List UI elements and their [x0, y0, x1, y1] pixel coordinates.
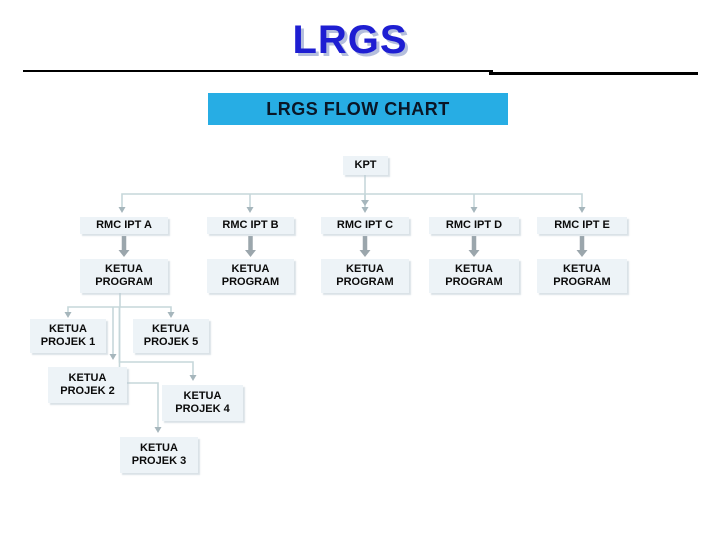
- title-underline-right: [489, 72, 698, 75]
- node-ketua-program-2-label: KETUA PROGRAM: [221, 263, 280, 288]
- arrowhead-ipt-e: [578, 207, 586, 213]
- arrowhead-projek5: [167, 312, 175, 318]
- thick-arrow-col1: [118, 236, 130, 257]
- arrowhead-projek4: [189, 375, 197, 381]
- page-title: LRGS: [292, 18, 408, 62]
- node-ketua-projek-3-label: KETUA PROJEK 3: [131, 442, 187, 467]
- node-ketua-projek-5-label: KETUA PROJEK 5: [143, 323, 199, 348]
- node-ketua-program-1-label: KETUA PROGRAM: [95, 263, 153, 288]
- connector-to-projek3: [118, 307, 159, 428]
- node-ketua-projek-1: KETUA PROJEK 1: [30, 319, 106, 353]
- node-ketua-projek-2-label: KETUA PROJEK 2: [60, 372, 115, 397]
- connector-top-rail: [121, 193, 583, 208]
- node-ketua-program-5-label: KETUA PROGRAM: [553, 263, 611, 288]
- flowchart-banner: LRGS FLOW CHART: [208, 93, 508, 125]
- node-ketua-program-3: KETUA PROGRAM: [321, 259, 409, 293]
- node-rmc-ipt-e-label: RMC IPT E: [554, 219, 610, 231]
- node-rmc-ipt-a-label: RMC IPT A: [96, 219, 152, 231]
- arrowhead-projek2: [109, 354, 117, 360]
- connector-arrowheads: [64, 200, 586, 433]
- flowchart-banner-label: LRGS FLOW CHART: [266, 98, 450, 119]
- node-rmc-ipt-a: RMC IPT A: [80, 217, 168, 234]
- title-underline-left: [23, 70, 493, 72]
- thick-arrow-col4: [468, 236, 480, 257]
- arrowhead-ipt-d: [470, 207, 478, 213]
- node-rmc-ipt-d: RMC IPT D: [429, 217, 519, 234]
- arrowhead-kpt: [361, 200, 369, 206]
- arrowhead-ipt-c: [361, 207, 369, 213]
- node-rmc-ipt-c-label: RMC IPT C: [336, 219, 394, 231]
- node-rmc-ipt-e: RMC IPT E: [537, 217, 627, 234]
- node-ketua-program-4: KETUA PROGRAM: [429, 259, 519, 293]
- node-ketua-projek-5: KETUA PROJEK 5: [133, 319, 209, 353]
- thick-arrows: [118, 236, 588, 257]
- node-ketua-program-1: KETUA PROGRAM: [80, 259, 168, 293]
- node-ketua-projek-2: KETUA PROJEK 2: [48, 367, 127, 403]
- node-rmc-ipt-c: RMC IPT C: [321, 217, 409, 234]
- node-rmc-ipt-b: RMC IPT B: [207, 217, 294, 234]
- node-kpt: KPT: [343, 156, 388, 175]
- node-ketua-projek-1-label: KETUA PROJEK 1: [40, 323, 96, 348]
- node-ketua-program-4-label: KETUA PROGRAM: [445, 263, 503, 288]
- arrowhead-projek1: [64, 312, 72, 318]
- elbow-connectors: [67, 175, 583, 428]
- arrowhead-ipt-a: [118, 207, 126, 213]
- arrowhead-ipt-b: [246, 207, 254, 213]
- arrowhead-projek3: [154, 427, 162, 433]
- node-rmc-ipt-b-label: RMC IPT B: [222, 219, 279, 231]
- thick-arrow-col3: [359, 236, 371, 257]
- node-ketua-program-5: KETUA PROGRAM: [537, 259, 627, 293]
- thick-arrow-col2: [245, 236, 256, 257]
- node-kpt-label: KPT: [354, 159, 377, 171]
- node-ketua-projek-4-label: KETUA PROJEK 4: [175, 390, 230, 415]
- node-rmc-ipt-d-label: RMC IPT D: [445, 219, 503, 231]
- node-ketua-projek-4: KETUA PROJEK 4: [162, 385, 243, 421]
- node-ketua-program-3-label: KETUA PROGRAM: [336, 263, 394, 288]
- thick-arrow-col5: [576, 236, 588, 257]
- node-ketua-projek-3: KETUA PROJEK 3: [120, 437, 198, 473]
- node-ketua-program-2: KETUA PROGRAM: [207, 259, 294, 293]
